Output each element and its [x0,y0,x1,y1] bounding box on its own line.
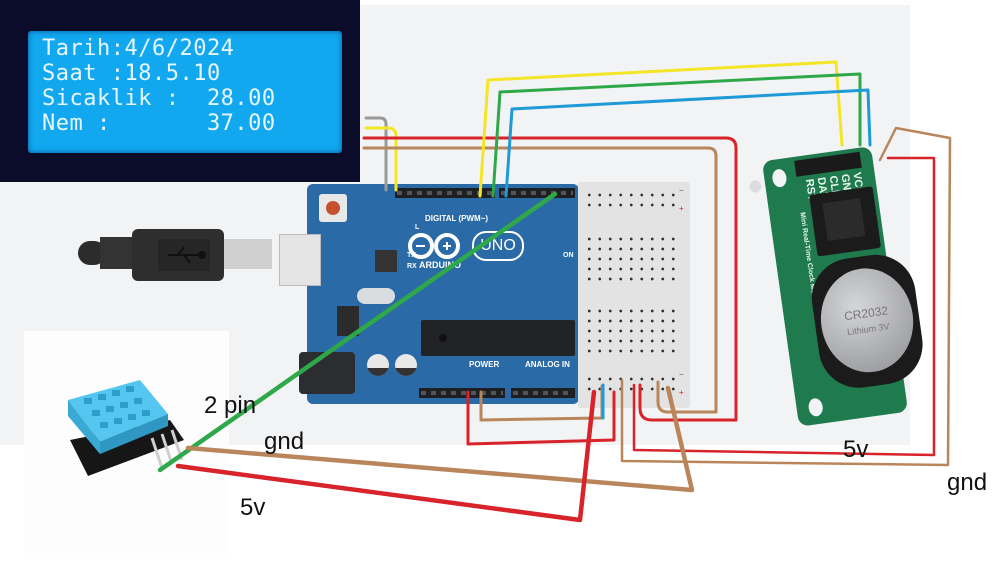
dht11-sensor [68,380,184,476]
lcd-line-time: Saat :18.5.10 [42,61,221,86]
digital-header-left [395,188,495,198]
usb-cable [78,229,272,281]
terminal-strip-bottom [584,306,680,358]
uno-label: UNO [472,231,524,261]
usb-port [279,234,321,286]
terminal-strip-top [584,234,680,286]
label-dht-gnd: gnd [264,428,305,455]
arduino-brand: ARDUINO [419,260,461,270]
power-header [419,388,505,398]
analog-label: ANALOG IN [525,360,570,369]
reset-button[interactable] [319,194,347,222]
usb-chip [375,250,397,272]
top-rail-minus: − [679,186,684,195]
crystal-oscillator [357,288,395,304]
usb-plug-metal [224,239,272,269]
label-dht-data-pin: 2 pin [204,392,257,419]
label-dht-5v: 5v [240,494,266,521]
led-on-label: ON [563,252,574,259]
dht-pcb [70,420,184,476]
lcd-line-date: Tarih:4/6/2024 [42,36,235,61]
ds1302-chip [809,186,882,257]
bottom-rail-plus: + [679,388,684,397]
lcd-screen: Tarih:4/6/2024 Saat :18.5.10 Sicaklik : … [28,31,342,153]
dht-grille [84,386,150,428]
coin-battery: CR2032 Lithium 3V [814,262,920,379]
usb-cable-strain-relief [78,241,106,265]
bottom-rail-minus: − [679,370,684,379]
lcd-line-temperature: Sicaklik : 28.00 [42,86,276,111]
breadboard: − + − + [578,182,690,408]
led-rx-label: RX [407,263,417,270]
arduino-logo-icon [408,233,460,259]
analog-header [511,388,575,398]
capacitor-1 [367,354,389,376]
capacitor-2 [395,354,417,376]
atmega-chip [421,320,575,356]
voltage-regulator [337,306,359,336]
dht-housing [68,380,168,442]
digital-label: DIGITAL (PWM~) [425,214,489,223]
bottom-power-rail [584,374,680,396]
lcd-display: Tarih:4/6/2024 Saat :18.5.10 Sicaklik : … [0,0,360,182]
label-rtc-gnd: gnd [947,469,988,496]
digital-header-right [499,188,575,198]
mount-hole [807,397,824,418]
power-label: POWER [469,360,500,369]
power-jack [299,352,355,394]
arduino-uno-board[interactable]: DIGITAL (PWM~) L TX RX ON UNO ARDUINO PO… [279,184,579,404]
mount-hole [771,168,788,189]
top-rail-plus: + [679,204,684,213]
led-l-label: L [415,224,420,231]
label-rtc-5v: 5v [843,436,869,463]
lcd-line-humidity: Nem : 37.00 [42,111,276,136]
top-power-rail [584,190,680,212]
battery-holder: CR2032 Lithium 3V [806,249,928,393]
